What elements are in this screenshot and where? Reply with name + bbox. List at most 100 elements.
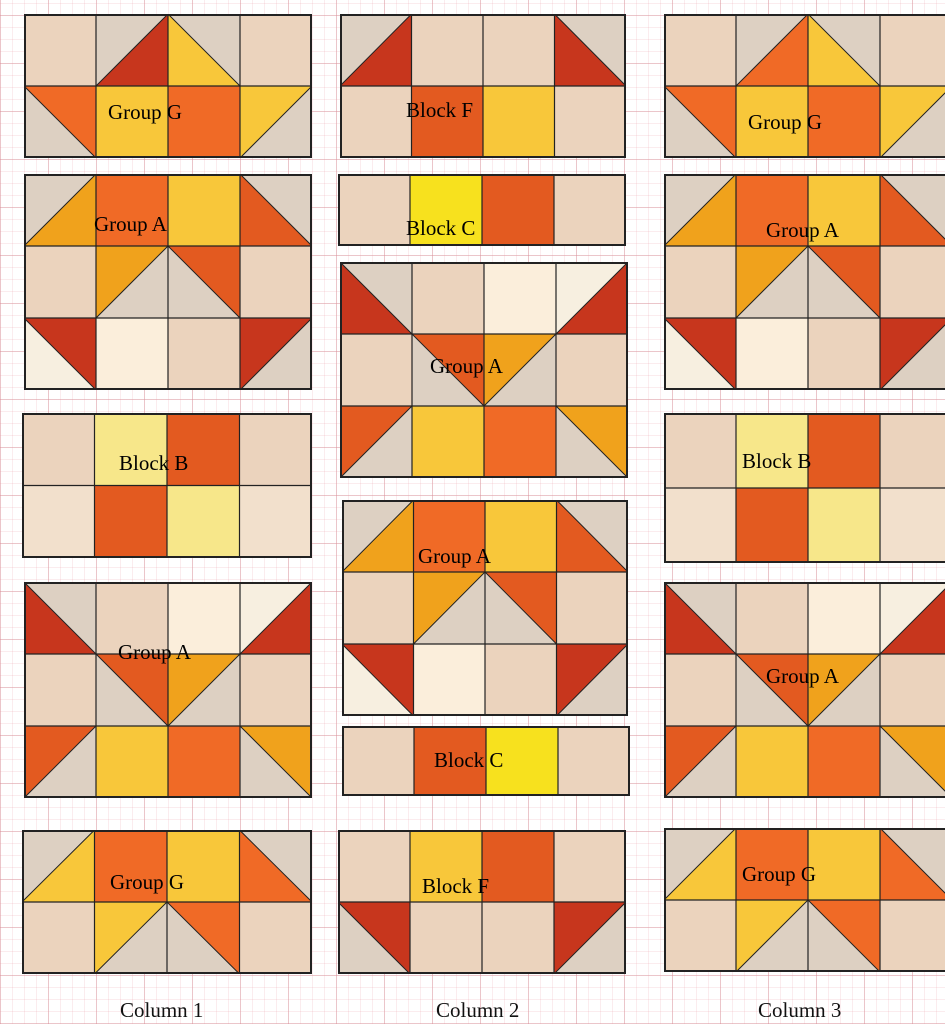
patch-square xyxy=(240,902,313,974)
patch-square xyxy=(240,654,312,726)
block-label: Group A xyxy=(94,212,167,237)
patch-square xyxy=(664,488,736,563)
column-2-block-5: Block C xyxy=(342,726,630,796)
column-3-block-3: Block B xyxy=(664,413,945,563)
block-patch-svg xyxy=(340,14,626,158)
patch-square xyxy=(22,486,95,559)
block-patch-svg xyxy=(664,413,945,563)
patch-square xyxy=(554,830,626,902)
patch-square xyxy=(558,726,630,796)
block-label: Block C xyxy=(434,748,503,773)
quilt-layout: Group G Group A Block B Group A Group G … xyxy=(0,0,945,980)
patch-square xyxy=(24,14,96,86)
patch-square xyxy=(664,413,736,488)
patch-square xyxy=(808,413,880,488)
column-1-block-3: Block B xyxy=(22,413,312,558)
patch-square xyxy=(484,406,556,478)
patch-square xyxy=(414,644,486,716)
column-2-block-3: Group A xyxy=(340,262,628,478)
patch-square xyxy=(168,726,240,798)
block-patch-svg xyxy=(24,14,312,158)
block-patch-svg xyxy=(664,14,945,158)
block-label: Group A xyxy=(118,640,191,665)
block-label: Group G xyxy=(110,870,184,895)
column-1-block-5: Group G xyxy=(22,830,312,974)
patch-square xyxy=(557,572,629,644)
patch-square xyxy=(664,246,736,318)
patch-square xyxy=(240,246,312,318)
column-2-block-2: Block C xyxy=(338,174,626,246)
block-label: Group A xyxy=(766,218,839,243)
patch-square xyxy=(736,318,808,390)
patch-square xyxy=(736,488,808,563)
patch-square xyxy=(808,488,880,563)
patch-square xyxy=(556,334,628,406)
column-1-block-1: Group G xyxy=(24,14,312,158)
patch-square xyxy=(412,262,484,334)
patch-square xyxy=(240,14,312,86)
patch-square xyxy=(340,86,412,158)
column-3-block-2: Group A xyxy=(664,174,945,390)
patch-square xyxy=(808,582,880,654)
patch-square xyxy=(167,486,240,559)
block-label: Group G xyxy=(748,110,822,135)
patch-square xyxy=(342,572,414,644)
patch-square xyxy=(22,413,95,486)
patch-square xyxy=(483,14,555,86)
patch-square xyxy=(342,726,414,796)
block-label: Block F xyxy=(406,98,473,123)
patch-square xyxy=(410,902,482,974)
patch-square xyxy=(880,488,945,563)
block-patch-svg xyxy=(24,582,312,798)
block-label: Block C xyxy=(406,216,475,241)
block-label: Group A xyxy=(766,664,839,689)
patch-square xyxy=(24,654,96,726)
block-label: Block B xyxy=(742,449,811,474)
patch-square xyxy=(555,86,627,158)
patch-square xyxy=(412,14,484,86)
column-1-block-2: Group A xyxy=(24,174,312,390)
block-patch-svg xyxy=(22,830,312,974)
patch-square xyxy=(736,726,808,798)
block-label: Group A xyxy=(418,544,491,569)
block-label: Group G xyxy=(742,862,816,887)
patch-square xyxy=(168,174,240,246)
patch-square xyxy=(664,14,736,86)
patch-square xyxy=(664,900,736,972)
patch-square xyxy=(880,900,945,972)
block-patch-svg xyxy=(664,828,945,972)
block-label: Block F xyxy=(422,874,489,899)
patch-square xyxy=(24,246,96,318)
patch-square xyxy=(736,582,808,654)
block-patch-svg xyxy=(338,830,626,974)
column-3-block-1: Group G xyxy=(664,14,945,158)
column-label-3: Column 3 xyxy=(758,998,841,1023)
patch-square xyxy=(338,830,410,902)
patch-square xyxy=(880,654,945,726)
column-2-block-4: Group A xyxy=(342,500,628,716)
patch-square xyxy=(880,14,945,86)
patch-square xyxy=(482,174,554,246)
patch-square xyxy=(485,500,557,572)
block-patch-svg xyxy=(338,174,626,246)
patch-square xyxy=(664,654,736,726)
patch-square xyxy=(808,828,880,900)
block-patch-svg xyxy=(24,174,312,390)
patch-square xyxy=(340,334,412,406)
block-patch-svg xyxy=(22,413,312,558)
column-label-1: Column 1 xyxy=(120,998,203,1023)
patch-square xyxy=(168,318,240,390)
column-1-block-4: Group A xyxy=(24,582,312,798)
block-label: Group G xyxy=(108,100,182,125)
patch-square xyxy=(484,262,556,334)
column-2-block-6: Block F xyxy=(338,830,626,974)
block-patch-svg xyxy=(664,174,945,390)
patch-square xyxy=(485,644,557,716)
patch-square xyxy=(22,902,95,974)
patch-square xyxy=(880,246,945,318)
block-label: Block B xyxy=(119,451,188,476)
patch-square xyxy=(483,86,555,158)
column-2-block-1: Block F xyxy=(340,14,626,158)
column-label-2: Column 2 xyxy=(436,998,519,1023)
patch-square xyxy=(554,174,626,246)
